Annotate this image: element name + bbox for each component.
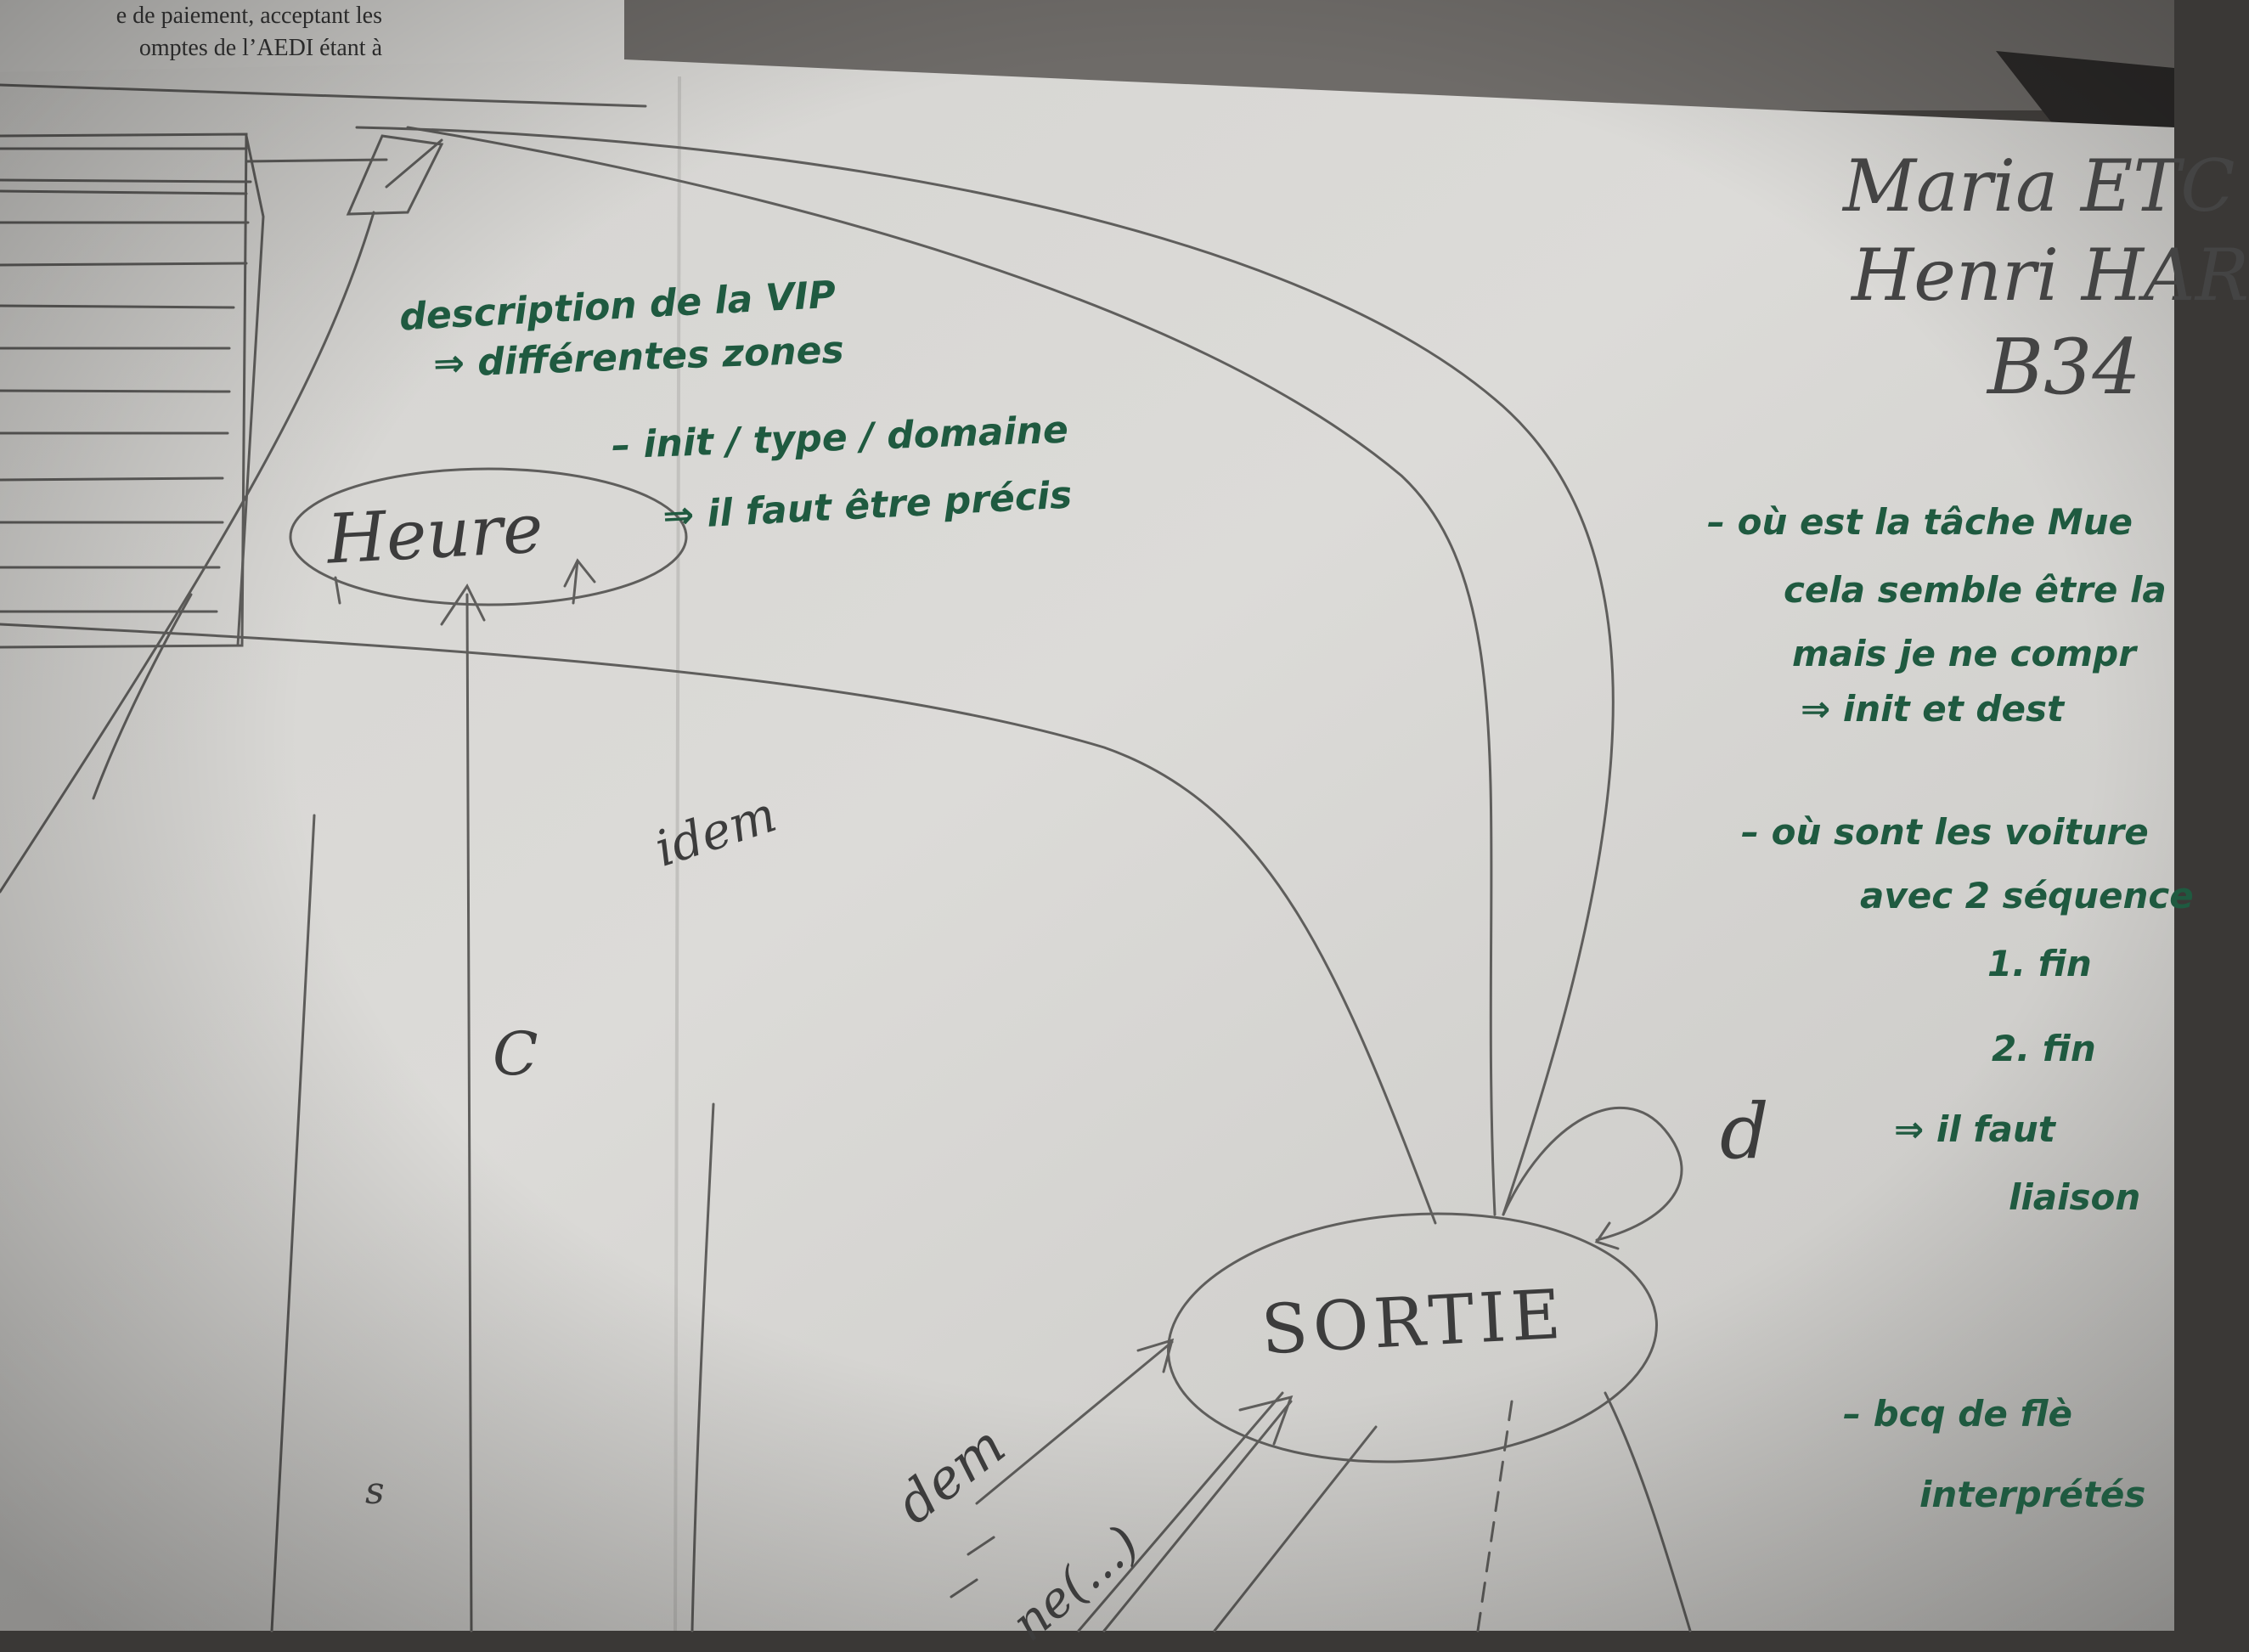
- right-note-10: liaison: [2009, 1176, 2141, 1218]
- vignette-shadow: [0, 0, 2174, 1631]
- right-note-12: interprétés: [1919, 1474, 2146, 1515]
- edge-label-c: C: [493, 1019, 538, 1089]
- right-note-4: ⇒ init et dest: [1801, 688, 2065, 730]
- heure-node-label: Heure: [324, 488, 545, 579]
- right-note-8: 2. fin: [1992, 1028, 2096, 1069]
- printed-line-2: omptes de l’AEDI étant à: [138, 35, 382, 61]
- right-note-2: cela semble être la: [1784, 569, 2167, 611]
- right-note-5: – où sont les voiture: [1741, 811, 2149, 853]
- author-group: B34: [1987, 323, 2141, 412]
- edge-label-d: d: [1720, 1087, 1769, 1176]
- printed-line-1: e de paiement, acceptant les: [116, 3, 382, 29]
- right-note-1: – où est la tâche Mue: [1707, 501, 2133, 543]
- author-name-2: Henri HAR: [1852, 234, 2249, 317]
- right-note-6: avec 2 séquence: [1860, 875, 2194, 916]
- right-note-7: 1. fin: [1987, 943, 2092, 984]
- right-note-3: mais je ne compr: [1792, 633, 2136, 674]
- author-name-1: Maria ETC: [1843, 144, 2235, 228]
- printed-text: e de paiement, acceptant les omptes de l…: [0, 0, 382, 65]
- photo-scene: [0, 0, 2174, 1632]
- edge-label-s: s: [365, 1469, 385, 1513]
- right-note-9: ⇒ il faut: [1894, 1108, 2055, 1150]
- sortie-node-label: SORTIE: [1259, 1274, 1568, 1370]
- right-note-11: – bcq de flè: [1843, 1393, 2072, 1435]
